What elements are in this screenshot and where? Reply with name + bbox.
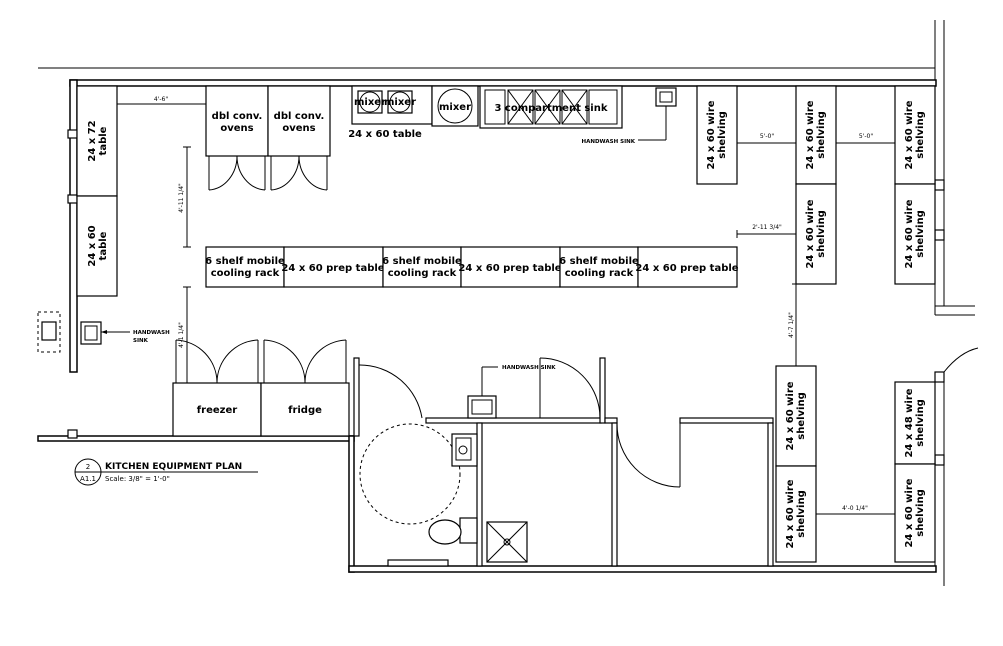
- svg-text:SINK: SINK: [133, 338, 149, 344]
- svg-text:4'-7 1/4": 4'-7 1/4": [788, 312, 795, 338]
- double-convection-oven-2: dbl conv. ovens: [267, 85, 331, 191]
- svg-text:6 shelf mobile: 6 shelf mobile: [559, 256, 639, 267]
- dim-right-gap: 2'-11 3/4": [736, 224, 797, 238]
- dim-shelf-gap-2: 5'-0": [835, 133, 896, 147]
- floor-mixer: mixer: [431, 85, 479, 127]
- svg-text:2'-11 3/4": 2'-11 3/4": [752, 224, 782, 231]
- svg-text:HANDWASH SINK: HANDWASH SINK: [582, 139, 636, 145]
- svg-text:24 x 60 wire: 24 x 60 wire: [785, 479, 796, 548]
- svg-text:A1.1: A1.1: [80, 475, 96, 483]
- svg-text:HANDWASH: HANDWASH: [133, 330, 170, 336]
- svg-text:shelving: shelving: [915, 210, 926, 258]
- shelving-f: 24 x 60 wire shelving: [775, 365, 817, 467]
- dim-vert-upper: 4'-11 1/4": [178, 146, 191, 248]
- svg-text:24 x 60 table: 24 x 60 table: [348, 129, 422, 140]
- svg-text:ovens: ovens: [282, 123, 315, 134]
- shelving-g: 24 x 48 wire shelving: [894, 381, 936, 465]
- double-convection-oven-1: dbl conv. ovens: [205, 85, 269, 191]
- freezer: freezer: [172, 339, 262, 437]
- svg-text:dbl conv.: dbl conv.: [274, 111, 325, 122]
- shelving-d: 24 x 60 wire shelving: [894, 85, 936, 185]
- shower: [486, 521, 528, 563]
- svg-text:shelving: shelving: [796, 490, 807, 538]
- shelving-a: 24 x 60 wire shelving: [696, 85, 738, 185]
- svg-text:24 x 60 wire: 24 x 60 wire: [706, 100, 717, 169]
- interior-walls: [353, 357, 774, 567]
- svg-text:shelving: shelving: [915, 489, 926, 537]
- svg-text:24 x 60: 24 x 60: [87, 225, 98, 266]
- svg-text:shelving: shelving: [816, 111, 827, 159]
- table-24x60-left: 24 x 60 table: [76, 195, 118, 297]
- svg-text:cooling rack: cooling rack: [388, 268, 457, 279]
- svg-text:24 x 60 wire: 24 x 60 wire: [904, 100, 915, 169]
- svg-text:5'-0": 5'-0": [859, 133, 873, 140]
- svg-text:24 x 72: 24 x 72: [87, 120, 98, 161]
- svg-text:24 x 60 wire: 24 x 60 wire: [805, 100, 816, 169]
- svg-text:dbl conv.: dbl conv.: [212, 111, 263, 122]
- svg-text:4'-6": 4'-6": [154, 96, 168, 103]
- prep-table-3: 24 x 60 prep table: [635, 246, 739, 288]
- cooling-rack-3: 6 shelf mobile cooling rack: [559, 246, 639, 288]
- table-24x72: 24 x 72 table: [76, 85, 118, 197]
- svg-text:freezer: freezer: [197, 405, 237, 416]
- svg-text:shelving: shelving: [915, 111, 926, 159]
- svg-text:fridge: fridge: [288, 405, 322, 416]
- handwash-sink-mid: HANDWASH SINK: [467, 365, 556, 419]
- shelving-h: 24 x 60 wire shelving: [775, 465, 817, 563]
- svg-text:Scale: 3/8" = 1'-0": Scale: 3/8" = 1'-0": [105, 475, 170, 483]
- svg-text:5'-0": 5'-0": [760, 133, 774, 140]
- dim-top-left: 4'-6": [116, 96, 207, 108]
- shelving-i: 24 x 60 wire shelving: [894, 463, 936, 563]
- three-compartment-sink: 3 compartment sink: [479, 85, 623, 129]
- handwash-sink-left: HANDWASH SINK: [37, 311, 170, 353]
- svg-text:3 compartment sink: 3 compartment sink: [494, 103, 607, 114]
- svg-text:24 x 60 prep table: 24 x 60 prep table: [281, 263, 384, 274]
- fridge: fridge: [260, 339, 350, 437]
- svg-text:cooling rack: cooling rack: [565, 268, 634, 279]
- svg-text:table: table: [98, 231, 109, 260]
- shelving-c: 24 x 60 wire shelving: [795, 183, 837, 285]
- svg-text:24 x 60 wire: 24 x 60 wire: [904, 478, 915, 547]
- cooling-rack-1: 6 shelf mobile cooling rack: [205, 246, 285, 288]
- shelving-e: 24 x 60 wire shelving: [894, 183, 936, 285]
- svg-text:mixer: mixer: [354, 97, 386, 108]
- title-block: 2 A1.1 KITCHEN EQUIPMENT PLAN Scale: 3/8…: [74, 458, 258, 486]
- svg-text:KITCHEN EQUIPMENT PLAN: KITCHEN EQUIPMENT PLAN: [105, 462, 242, 472]
- svg-text:4'-1 1/4": 4'-1 1/4": [178, 322, 185, 348]
- svg-text:mixer: mixer: [439, 102, 471, 113]
- svg-text:4'-11 1/4": 4'-11 1/4": [178, 183, 185, 213]
- svg-text:24 x 60 wire: 24 x 60 wire: [785, 381, 796, 450]
- svg-text:shelving: shelving: [717, 111, 728, 159]
- handwash-sink-top: HANDWASH SINK: [582, 87, 677, 145]
- dim-bottom-gap: 4'-0 1/4": [815, 505, 896, 518]
- svg-text:24 x 60 wire: 24 x 60 wire: [805, 199, 816, 268]
- prep-table-1: 24 x 60 prep table: [281, 246, 385, 288]
- svg-text:6 shelf mobile: 6 shelf mobile: [205, 256, 285, 267]
- svg-text:shelving: shelving: [816, 210, 827, 258]
- svg-text:shelving: shelving: [915, 399, 926, 447]
- svg-text:24 x 60 prep table: 24 x 60 prep table: [635, 263, 738, 274]
- svg-text:24 x 48 wire: 24 x 48 wire: [904, 388, 915, 457]
- svg-text:cooling rack: cooling rack: [211, 268, 280, 279]
- svg-text:6 shelf mobile: 6 shelf mobile: [382, 256, 462, 267]
- svg-text:table: table: [98, 126, 109, 155]
- shelving-b: 24 x 60 wire shelving: [795, 85, 837, 185]
- prep-table-2: 24 x 60 prep table: [458, 246, 562, 288]
- svg-text:2: 2: [86, 463, 90, 471]
- svg-text:24 x 60 prep table: 24 x 60 prep table: [458, 263, 561, 274]
- svg-text:ovens: ovens: [220, 123, 253, 134]
- svg-text:shelving: shelving: [796, 392, 807, 440]
- svg-text:4'-0 1/4": 4'-0 1/4": [842, 505, 868, 512]
- table-24x60-top: mixer mixer 24 x 60 table: [348, 85, 433, 140]
- dim-right-vert: 4'-7 1/4": [788, 283, 800, 367]
- svg-text:HANDWASH SINK: HANDWASH SINK: [502, 365, 556, 371]
- dim-shelf-gap-1: 5'-0": [736, 133, 797, 147]
- svg-text:24 x 60 wire: 24 x 60 wire: [904, 199, 915, 268]
- svg-text:mixer: mixer: [384, 97, 416, 108]
- cooling-rack-2: 6 shelf mobile cooling rack: [382, 246, 462, 288]
- restroom: [359, 423, 478, 567]
- dim-vert-lower: 4'-1 1/4": [178, 286, 191, 384]
